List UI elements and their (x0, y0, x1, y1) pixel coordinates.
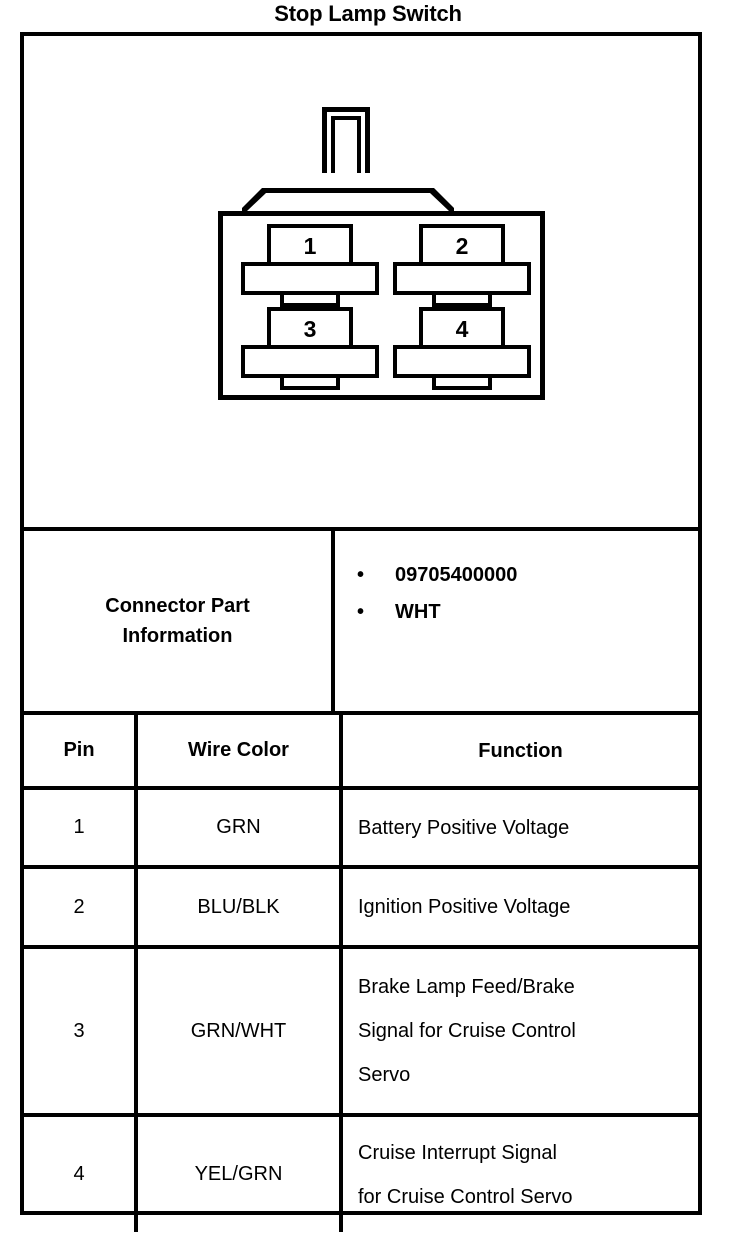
cavity-upper-block (419, 224, 505, 266)
pin-assignment-table: Pin Wire Color Function 1 GRN Battery Po… (24, 711, 698, 1232)
connector-shoulder (242, 188, 454, 211)
cavity-number-label: 2 (455, 233, 469, 259)
page-title: Stop Lamp Switch (274, 1, 462, 26)
table-row: 4 YEL/GRN Cruise Interrupt Signal for Cr… (24, 1113, 698, 1232)
cavity-foot (432, 295, 492, 307)
bullet-icon: • (357, 601, 365, 623)
cavity-wide-bar (393, 262, 531, 295)
table-row: 1 GRN Battery Positive Voltage (24, 786, 698, 867)
function-line: Brake Lamp Feed/Brake (358, 976, 575, 998)
table-header-row: Pin Wire Color Function (24, 711, 698, 788)
connector-part-information-label: Connector Part Information (24, 531, 335, 711)
cavity-upper-block (267, 307, 353, 349)
cavity-wide-bar (241, 345, 379, 378)
table-row: 3 GRN/WHT Brake Lamp Feed/Brake Signal f… (24, 945, 698, 1115)
connector-part-number: 09705400000 (395, 564, 518, 586)
cpi-label-line-1: Connector Part (105, 595, 250, 617)
connector-color: WHT (395, 601, 441, 623)
cell-pin: 1 (24, 786, 138, 867)
cell-pin: 2 (24, 865, 138, 947)
connector-diagram: 1 2 3 4 (24, 36, 698, 527)
cavity-wide-bar (393, 345, 531, 378)
list-item: • WHT (357, 594, 698, 631)
cavity-number-label: 1 (303, 233, 317, 259)
function-line: Ignition Positive Voltage (358, 896, 571, 918)
cell-function: Cruise Interrupt Signal for Cruise Contr… (341, 1113, 698, 1232)
cavity-foot (280, 295, 340, 307)
connector-latch-tab-inner (331, 116, 361, 173)
cell-wire-color: BLU/BLK (136, 865, 343, 947)
cavity-upper-block (419, 307, 505, 349)
cell-wire-color: GRN (136, 786, 343, 867)
cavity-wide-bar (241, 262, 379, 295)
column-header-wire-color: Wire Color (136, 711, 343, 788)
bullet-icon: • (357, 564, 365, 586)
list-item: • 09705400000 (357, 557, 698, 594)
cavity-foot (280, 378, 340, 390)
cavity-number-label: 3 (303, 316, 317, 342)
cavity-foot (432, 378, 492, 390)
cavity-upper-block (267, 224, 353, 266)
cell-pin: 3 (24, 945, 138, 1115)
column-header-pin: Pin (24, 711, 138, 788)
cell-wire-color: YEL/GRN (136, 1113, 343, 1232)
function-line: Signal for Cruise Control (358, 1020, 576, 1042)
cpi-label-line-2: Information (122, 625, 233, 647)
cell-function: Brake Lamp Feed/Brake Signal for Cruise … (341, 945, 698, 1115)
function-line: Battery Positive Voltage (358, 816, 570, 839)
cell-function: Battery Positive Voltage (341, 786, 698, 867)
cell-pin: 4 (24, 1113, 138, 1232)
column-header-function: Function (341, 711, 698, 788)
function-line: Servo (358, 1064, 411, 1086)
connector-part-information-values: • 09705400000 • WHT (335, 531, 698, 711)
function-line: for Cruise Control Servo (358, 1185, 573, 1208)
cell-wire-color: GRN/WHT (136, 945, 343, 1115)
cell-function: Ignition Positive Voltage (341, 865, 698, 947)
cavity-number-label: 4 (455, 316, 469, 342)
diagram-frame: 1 2 3 4 Connector Part Information (20, 32, 702, 1232)
table-row: 2 BLU/BLK Ignition Positive Voltage (24, 865, 698, 947)
function-line: Cruise Interrupt Signal (358, 1141, 557, 1164)
connector-part-information-section: Connector Part Information • 09705400000… (24, 527, 698, 711)
